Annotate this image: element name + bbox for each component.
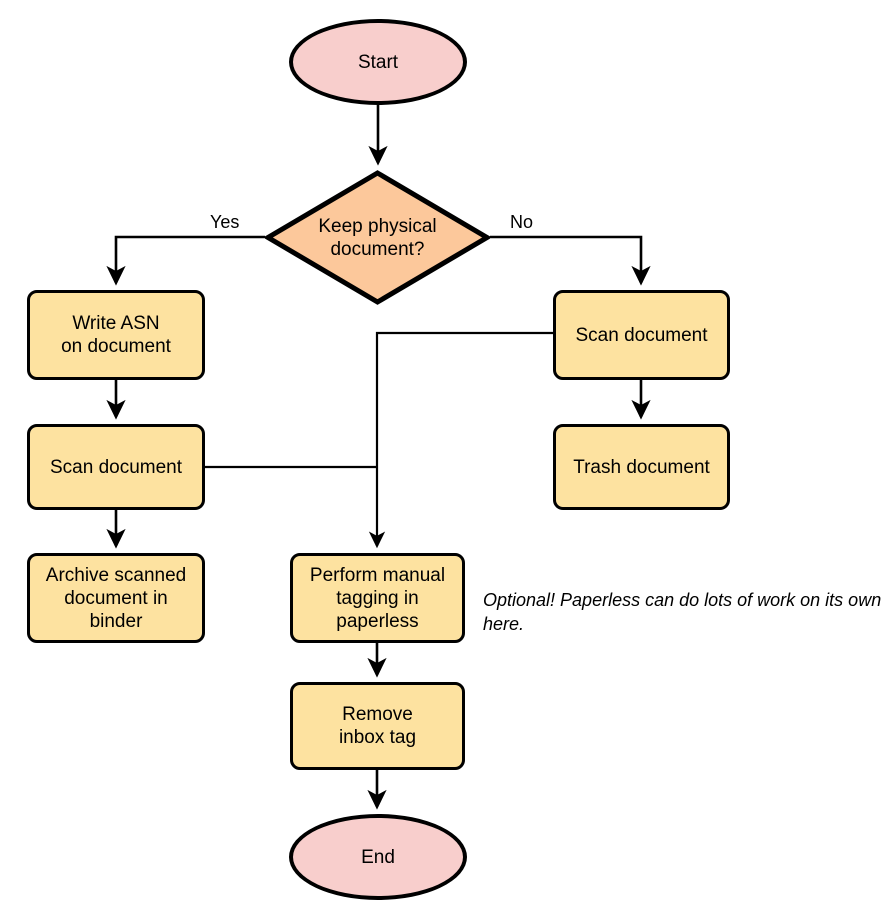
node-write-asn-label: Write ASN on document xyxy=(61,313,171,357)
node-start[interactable]: Start xyxy=(289,19,467,105)
node-remove-inbox-tag[interactable]: Remove inbox tag xyxy=(290,682,465,770)
edge-scan-right-to-tagging xyxy=(368,331,553,549)
node-keep-physical-document-decision[interactable]: Keep physical document? xyxy=(265,170,490,305)
node-tagging-label: Perform manual tagging in paperless xyxy=(309,564,446,632)
diamond-icon xyxy=(265,170,490,305)
edge-decision-no-to-scan-right xyxy=(490,235,651,286)
edge-label-no: No xyxy=(510,212,534,232)
node-scan-left-label: Scan document xyxy=(49,456,183,478)
annotation-optional-note: Optional! Paperless can do lots of work … xyxy=(483,590,882,634)
node-trash-label: Trash document xyxy=(573,456,710,478)
node-start-label: Start xyxy=(357,51,399,73)
node-decision-label: Keep physical document? xyxy=(318,215,437,260)
node-archive-label: Archive scanned document in binder xyxy=(45,564,187,632)
edge-decision-yes-to-write-asn xyxy=(106,235,265,286)
node-scan-document-right[interactable]: Scan document xyxy=(553,290,730,380)
node-scan-document-left[interactable]: Scan document xyxy=(27,424,205,510)
node-scan-right-label: Scan document xyxy=(575,324,708,346)
edge-label-yes: Yes xyxy=(210,212,240,232)
node-end-label: End xyxy=(361,846,395,868)
node-perform-manual-tagging[interactable]: Perform manual tagging in paperless xyxy=(290,553,465,643)
node-archive-scanned-document[interactable]: Archive scanned document in binder xyxy=(27,553,205,643)
node-write-asn-on-document[interactable]: Write ASN on document xyxy=(27,290,205,380)
node-end[interactable]: End xyxy=(289,814,467,900)
node-trash-document[interactable]: Trash document xyxy=(553,424,730,510)
node-remove-inbox-label: Remove inbox tag xyxy=(338,704,417,748)
